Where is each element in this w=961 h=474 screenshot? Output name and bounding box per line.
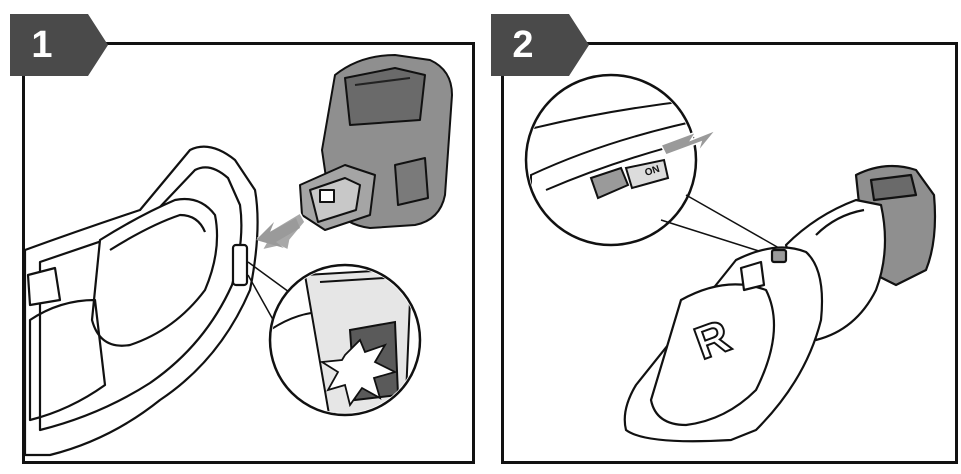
step-1-number: 1 (31, 24, 53, 66)
insert-arrow-icon (256, 211, 306, 252)
step-2-number: 2 (512, 24, 534, 66)
battery-pack-icon (299, 54, 453, 231)
step-2-frame (501, 42, 958, 464)
step-1-frame (22, 42, 475, 464)
step-1-illustration (23, 54, 453, 457)
battery-slot (231, 243, 249, 287)
switch-on-label: ON (644, 164, 662, 179)
step-2-illustration: ON R (524, 73, 937, 443)
step-1-tab: 1 (10, 14, 110, 76)
handheld-vacuum-body (23, 145, 259, 457)
magnifier-circle-icon: ON (524, 73, 717, 247)
click-burst-icon (319, 338, 398, 408)
step-2-tab: 2 (491, 14, 591, 76)
step-2-panel: 2 ON (486, 0, 961, 474)
step-1-panel: 1 (0, 0, 478, 474)
magnifier-circle-icon (268, 263, 422, 417)
handheld-vacuum-icon (623, 164, 937, 443)
power-switch-icon (589, 166, 630, 200)
push-arrow-icon (659, 129, 717, 156)
